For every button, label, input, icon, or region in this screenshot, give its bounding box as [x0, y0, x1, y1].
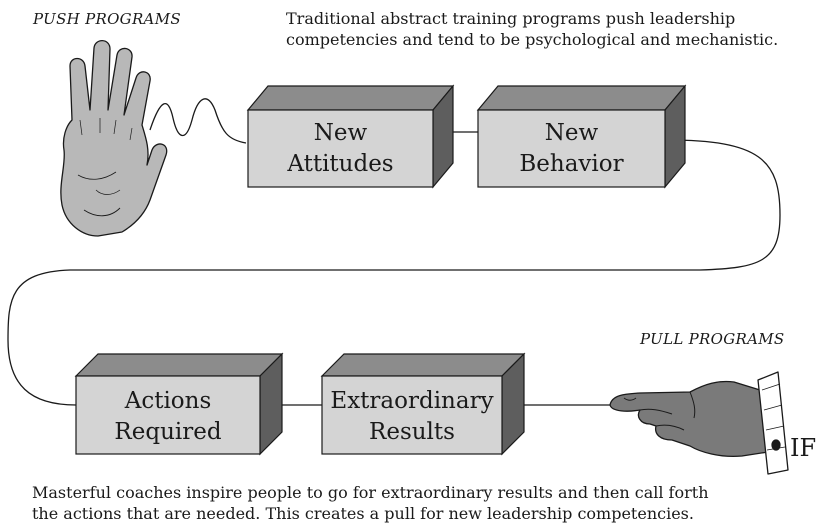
- push-caption-line-1: Traditional abstract training programs p…: [286, 9, 736, 28]
- pull-programs-label: PULL PROGRAMS: [640, 330, 785, 348]
- open-palm-hand-icon: [60, 39, 168, 237]
- connector-hand-to-attitudes: [149, 98, 247, 144]
- box-label-actions-required: Actions Required: [76, 386, 260, 448]
- connector-loop: [7, 139, 781, 406]
- push-caption-line-2: competencies and tend to be psychologica…: [286, 30, 779, 49]
- box-label-line-2: Required: [114, 419, 222, 445]
- box-label-line-1: New: [313, 120, 368, 146]
- box-actions-required: [74, 352, 284, 456]
- box-label-new-behavior: New Behavior: [478, 118, 665, 180]
- pull-caption-line-2: the actions that are needed. This create…: [32, 504, 694, 523]
- pull-caption: Masterful coaches inspire people to go f…: [32, 482, 709, 524]
- box-label-line-2: Attitudes: [287, 151, 394, 177]
- box-extraordinary-results: [320, 352, 526, 456]
- box-label-line-2: Behavior: [519, 151, 624, 177]
- box-label-new-attitudes: New Attitudes: [248, 118, 433, 180]
- push-programs-label: PUSH PROGRAMS: [33, 10, 181, 28]
- cuff-label: IF: [790, 434, 817, 462]
- box-label-line-1: Extraordinary: [330, 388, 494, 414]
- box-label-line-2: Results: [369, 419, 455, 445]
- box-label-extraordinary-results: Extraordinary Results: [322, 386, 502, 448]
- box-label-line-1: New: [544, 120, 599, 146]
- pointing-hand-icon: [609, 371, 789, 475]
- box-label-line-1: Actions: [124, 388, 212, 414]
- box-new-attitudes: [246, 84, 455, 189]
- pull-caption-line-1: Masterful coaches inspire people to go f…: [32, 483, 709, 502]
- box-new-behavior: [476, 84, 687, 189]
- push-caption: Traditional abstract training programs p…: [286, 8, 778, 50]
